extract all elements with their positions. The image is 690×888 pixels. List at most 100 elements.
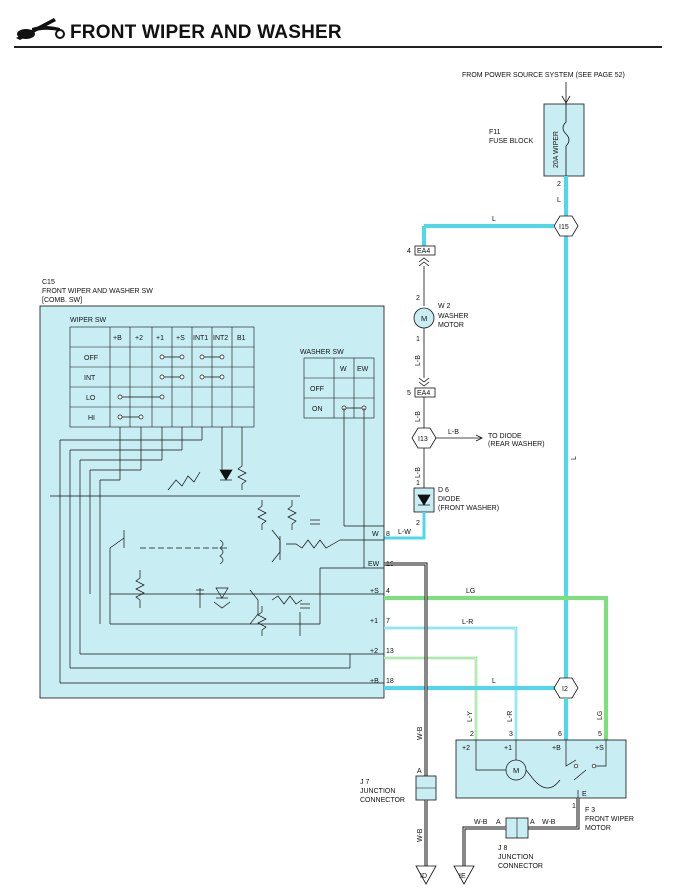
term-w-name: W bbox=[372, 531, 379, 538]
term-s-pin: 4 bbox=[386, 588, 390, 595]
wiper-motor-id: F 3 bbox=[585, 807, 595, 814]
fuse-block bbox=[543, 103, 585, 177]
ground-id-label: ID bbox=[420, 873, 427, 880]
connector-j8-pin-left: A bbox=[496, 819, 501, 826]
connector-ea4-top bbox=[414, 245, 436, 256]
wiper-motor-name-1: FRONT WIPER bbox=[585, 816, 634, 823]
diode-name-1: DIODE bbox=[438, 496, 461, 503]
term-2-name: +2 bbox=[370, 648, 378, 655]
washer-row-0: OFF bbox=[310, 386, 324, 393]
rear-washer-line1: TO DIODE bbox=[488, 433, 522, 440]
connector-ea4-bottom bbox=[414, 387, 436, 398]
switch-name-2: [COMB. SW] bbox=[42, 297, 82, 304]
washer-col-0: W bbox=[340, 366, 347, 373]
arrow-right-icon bbox=[475, 434, 483, 442]
diode-icon bbox=[417, 494, 431, 506]
wiper-col-2: +1 bbox=[156, 335, 164, 342]
term-1-pin: 7 bbox=[386, 618, 390, 625]
motor-pin-4: 1 bbox=[572, 803, 576, 810]
wiper-sw-contacts bbox=[117, 354, 225, 420]
connector-j7-name-2: CONNECTOR bbox=[360, 797, 405, 804]
diode-id: D 6 bbox=[438, 487, 449, 494]
wiper-col-0: +B bbox=[113, 335, 122, 342]
wire-color-wb-4: W-B bbox=[474, 819, 488, 826]
wiper-col-3: +S bbox=[176, 335, 185, 342]
term-s-name: +S bbox=[370, 588, 379, 595]
connector-i15-label: I15 bbox=[559, 224, 569, 231]
switch-name-1: FRONT WIPER AND WASHER SW bbox=[42, 288, 153, 295]
ground-ie-label: IE bbox=[459, 873, 466, 880]
term-2-pin: 13 bbox=[386, 648, 394, 655]
wire-color-lb-3: L-B bbox=[448, 429, 459, 436]
term-b-name: +B bbox=[370, 678, 379, 685]
washer-row-1: ON bbox=[312, 406, 323, 413]
term-1-name: +1 bbox=[370, 618, 378, 625]
plug-chevron-icon-2 bbox=[418, 377, 430, 387]
washer-motor-name-2: MOTOR bbox=[438, 322, 464, 329]
wire-color-lb-1: L-B bbox=[415, 355, 422, 366]
wiper-motor-name-2: MOTOR bbox=[585, 825, 611, 832]
wire-color-wb-1: W-B bbox=[417, 726, 424, 740]
motor-pin-2: 6 bbox=[558, 731, 562, 738]
ground-ie-icon bbox=[453, 865, 475, 885]
wire-color-lr-2: L-R bbox=[507, 711, 514, 722]
motor-term-4: E bbox=[582, 791, 587, 798]
connector-i13-label: I13 bbox=[418, 436, 428, 443]
power-source-label: FROM POWER SOURCE SYSTEM (SEE PAGE 52) bbox=[462, 72, 625, 79]
wiper-col-4: INT1 bbox=[193, 335, 208, 342]
connector-j7-id: J 7 bbox=[360, 779, 369, 786]
connector-j8-name-2: CONNECTOR bbox=[498, 863, 543, 870]
term-b-pin: 18 bbox=[386, 678, 394, 685]
fuse-icon bbox=[562, 104, 570, 176]
connector-ea4-pin-bottom: 5 bbox=[407, 390, 411, 397]
wire-color-l-branch: L bbox=[492, 216, 496, 223]
washer-sw-table bbox=[303, 357, 375, 419]
connector-j7-pin: A bbox=[417, 768, 422, 775]
washer-motor-id: W 2 bbox=[438, 303, 451, 310]
washer-motor-symbol: M bbox=[421, 314, 427, 323]
washer-motor-pin-top: 2 bbox=[416, 295, 420, 302]
connector-i2 bbox=[553, 677, 579, 699]
term-ew-name: EW bbox=[368, 561, 380, 568]
switch-internal-circuit bbox=[50, 408, 384, 684]
connector-ea4-bottom-label: EA4 bbox=[417, 390, 430, 397]
fuse-pin: 2 bbox=[557, 181, 561, 188]
wiper-col-1: +2 bbox=[135, 335, 143, 342]
wire-color-lb-2: L-B bbox=[415, 411, 422, 422]
term-w-pin: 8 bbox=[386, 531, 390, 538]
wiper-motor-internal bbox=[475, 740, 607, 798]
fuse-id: F11 bbox=[489, 129, 501, 136]
power-arrow-icon bbox=[561, 82, 571, 104]
connector-j8-name-1: JUNCTION bbox=[498, 854, 533, 861]
wiper-row-0: OFF bbox=[84, 355, 98, 362]
wire-lg bbox=[384, 596, 608, 740]
wire-color-l-right: L bbox=[571, 456, 578, 460]
switch-id: C15 bbox=[42, 279, 55, 286]
motor-pin-0: 2 bbox=[470, 731, 474, 738]
diode-pin-bottom: 2 bbox=[416, 520, 420, 527]
diode-name-2: (FRONT WASHER) bbox=[438, 505, 499, 512]
page-title: FRONT WIPER AND WASHER bbox=[70, 22, 342, 43]
washer-motor-name-1: WASHER bbox=[438, 313, 468, 320]
motor-term-0: +2 bbox=[462, 745, 470, 752]
fuse-name: FUSE BLOCK bbox=[489, 138, 534, 145]
wiper-row-3: HI bbox=[88, 415, 95, 422]
wire-color-ly: L-Y bbox=[467, 711, 474, 722]
motor-term-1: +1 bbox=[504, 745, 512, 752]
washer-motor-pin-bottom: 1 bbox=[416, 336, 420, 343]
title-rule bbox=[14, 46, 662, 48]
wiper-logo-icon bbox=[16, 18, 65, 40]
wire-color-lr: L-R bbox=[462, 619, 473, 626]
connector-ea4-pin-top: 4 bbox=[407, 248, 411, 255]
connector-i2-label: I2 bbox=[562, 686, 568, 693]
ground-id-icon bbox=[415, 865, 437, 885]
motor-term-2: +B bbox=[552, 745, 561, 752]
wiper-motor-symbol: M bbox=[513, 766, 519, 775]
motor-term-3: +S bbox=[595, 745, 604, 752]
wire-color-l-top: L bbox=[557, 197, 561, 204]
rear-washer-line2: (REAR WASHER) bbox=[488, 441, 545, 448]
wire-ly bbox=[384, 656, 478, 740]
wiper-row-1: INT bbox=[84, 375, 96, 382]
connector-i13 bbox=[411, 427, 437, 449]
